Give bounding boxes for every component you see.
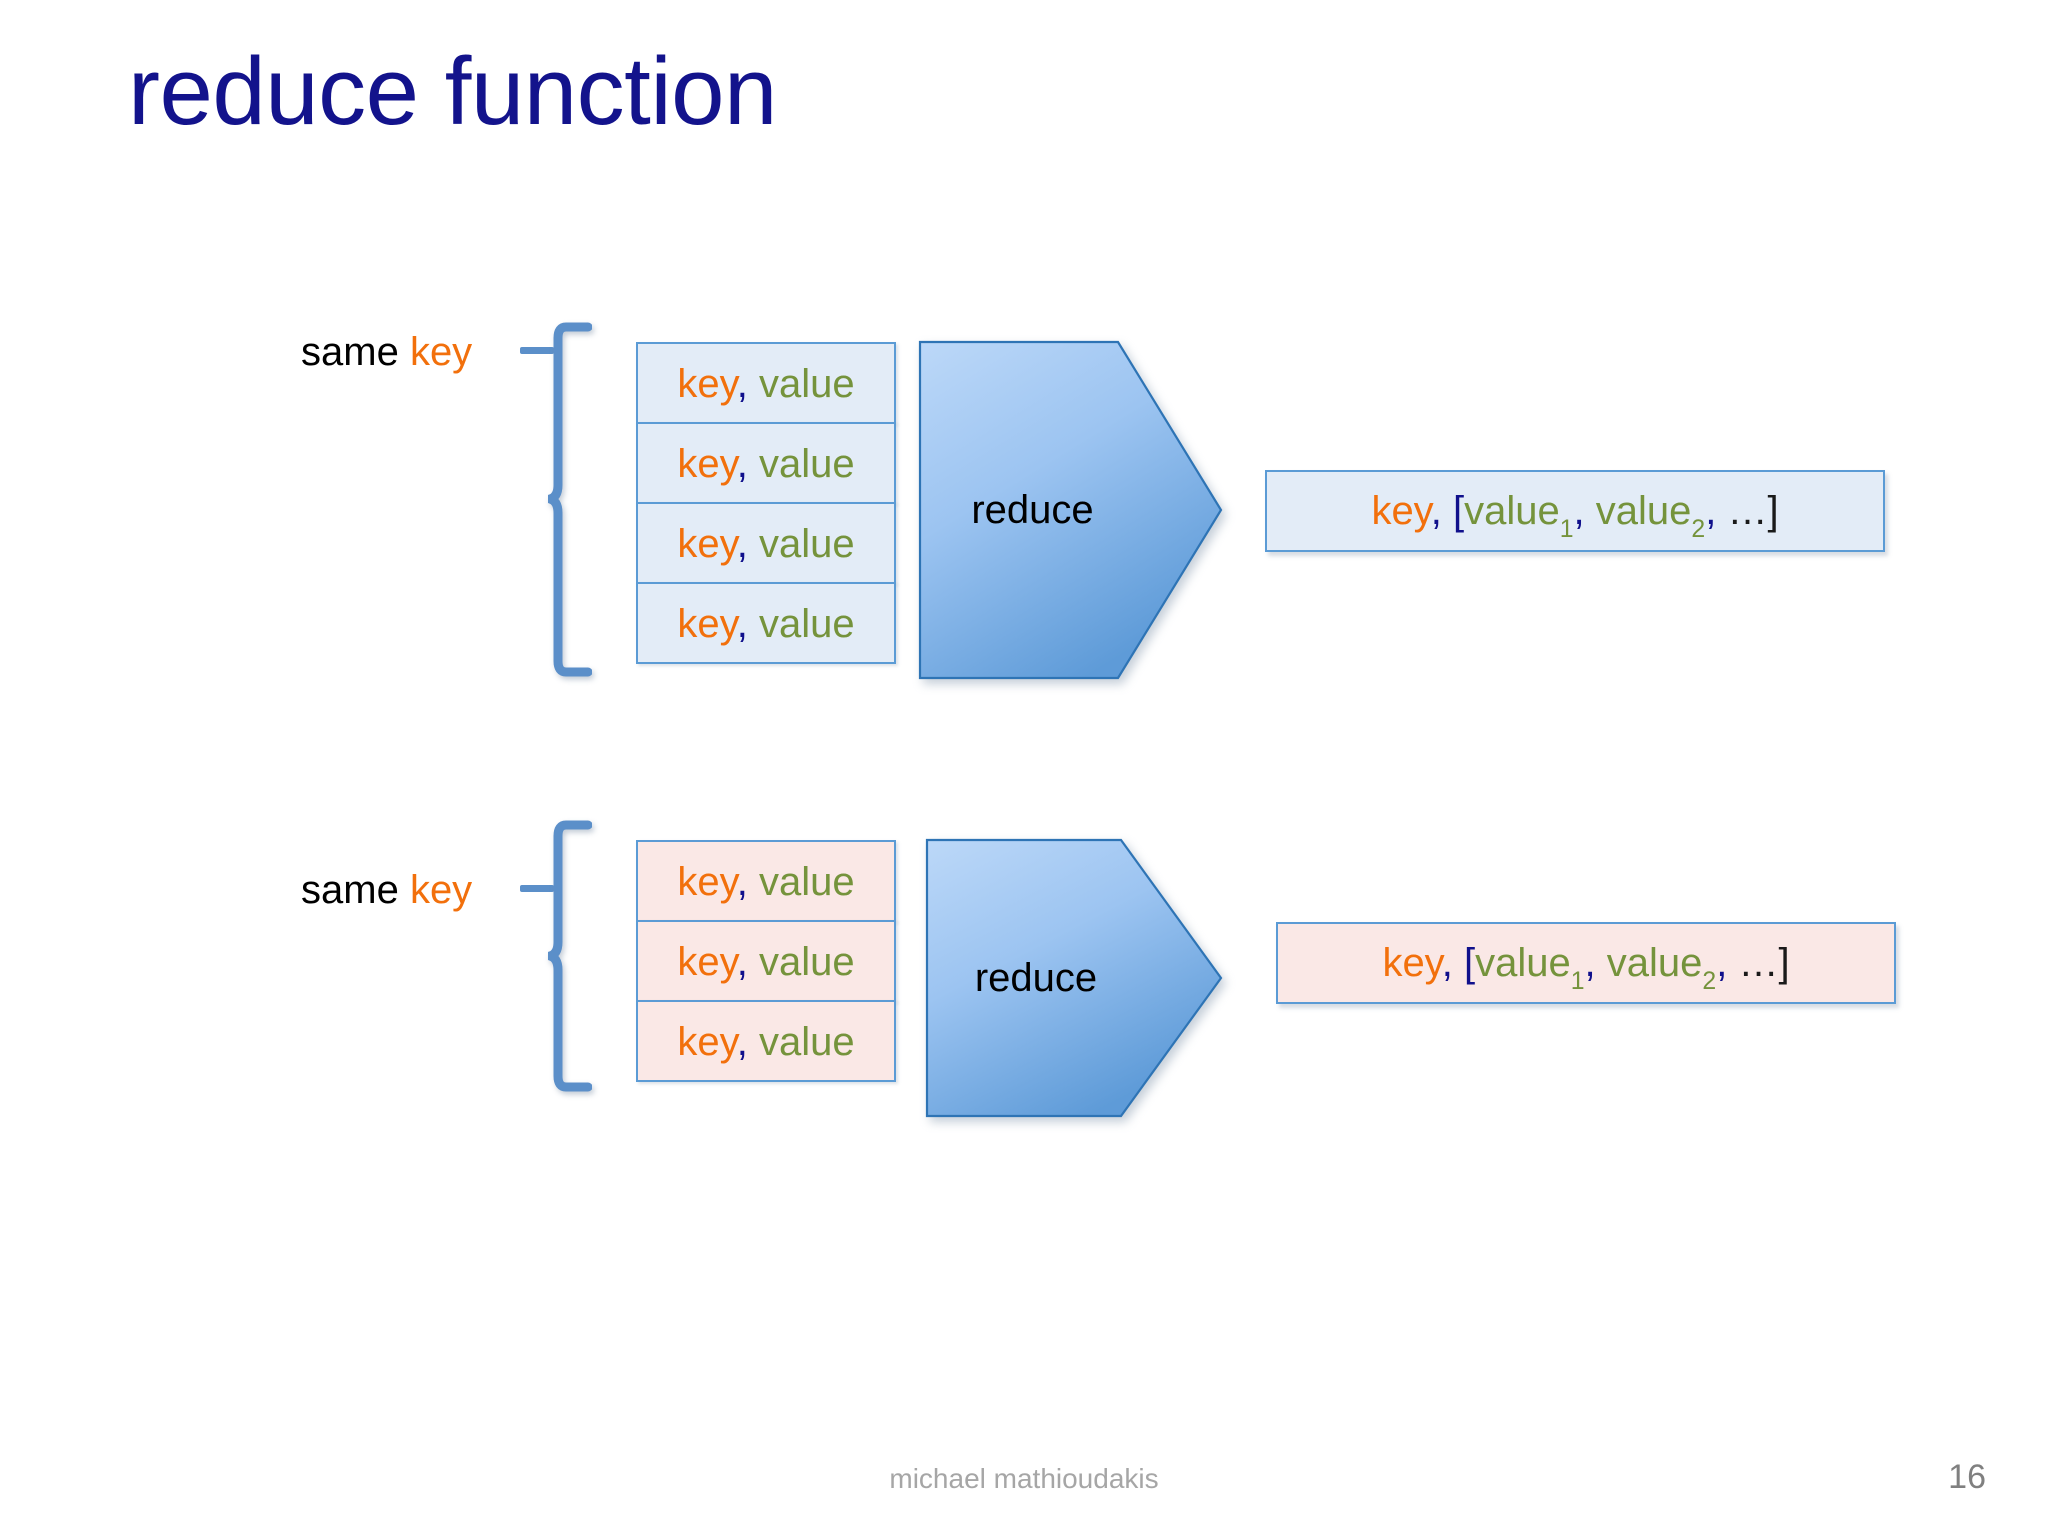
out-value-1-subscript: 1 bbox=[1559, 516, 1574, 544]
kv-comma: , bbox=[736, 522, 748, 566]
kv-key: key bbox=[677, 602, 737, 646]
kv-comma: , bbox=[736, 362, 748, 406]
kv-stack-2: key, value key, value key, value bbox=[636, 840, 896, 1082]
kv-value: value bbox=[758, 602, 855, 646]
out-ellipsis: … bbox=[1738, 941, 1779, 985]
reduce-arrow-2: reduce bbox=[925, 838, 1223, 1118]
out-sep-2: , bbox=[1716, 941, 1728, 985]
kv-value: value bbox=[758, 1020, 855, 1064]
out-sep-2: , bbox=[1705, 489, 1717, 533]
out-key: key bbox=[1382, 941, 1442, 985]
kv-box: key, value bbox=[636, 1000, 896, 1082]
kv-stack-1: key, value key, value key, value key, va… bbox=[636, 342, 896, 664]
kv-box: key, value bbox=[636, 920, 896, 1002]
kv-key: key bbox=[677, 940, 737, 984]
kv-value: value bbox=[758, 442, 855, 486]
page-title: reduce function bbox=[128, 38, 777, 145]
reduce-group-2: same key key, value key, value key, valu… bbox=[0, 820, 2048, 1143]
curly-brace-2 bbox=[545, 820, 593, 1092]
kv-box: key, value bbox=[636, 840, 896, 922]
kv-box: key, value bbox=[636, 342, 896, 424]
out-value-2: value bbox=[1606, 941, 1703, 985]
kv-box: key, value bbox=[636, 582, 896, 664]
kv-key: key bbox=[677, 860, 737, 904]
curly-brace-1 bbox=[545, 322, 593, 677]
footer-author: michael mathioudakis bbox=[889, 1463, 1159, 1494]
key-label-text-2: key bbox=[409, 868, 473, 912]
kv-value: value bbox=[758, 860, 855, 904]
brace-tick-2 bbox=[520, 885, 554, 892]
kv-key: key bbox=[677, 1020, 737, 1064]
out-value-2-subscript: 2 bbox=[1702, 968, 1717, 996]
out-bracket-open: [ bbox=[1452, 489, 1465, 533]
kv-comma: , bbox=[736, 602, 748, 646]
kv-comma: , bbox=[736, 940, 748, 984]
out-comma: , bbox=[1430, 489, 1442, 533]
out-key: key bbox=[1371, 489, 1431, 533]
out-value-1: value bbox=[1475, 941, 1571, 985]
brace-tick-1 bbox=[520, 347, 554, 354]
out-bracket-close: ] bbox=[1778, 941, 1790, 985]
kv-comma: , bbox=[736, 860, 748, 904]
out-value-2-subscript: 2 bbox=[1691, 516, 1706, 544]
out-comma: , bbox=[1441, 941, 1453, 985]
out-value-1: value bbox=[1464, 489, 1560, 533]
out-bracket-open: [ bbox=[1463, 941, 1476, 985]
kv-value: value bbox=[758, 362, 855, 406]
same-key-label-2: same key bbox=[301, 868, 472, 913]
kv-box: key, value bbox=[636, 422, 896, 504]
reduce-output-box-1: key, [value1, value2, …] bbox=[1265, 470, 1885, 552]
kv-key: key bbox=[677, 442, 737, 486]
reduce-output-box-2: key, [value1, value2, …] bbox=[1276, 922, 1896, 1004]
out-ellipsis: … bbox=[1727, 489, 1768, 533]
out-value-1-subscript: 1 bbox=[1570, 968, 1585, 996]
same-label-text-1: same bbox=[301, 330, 410, 374]
reduce-arrow-1: reduce bbox=[918, 340, 1223, 680]
out-sep-1: , bbox=[1573, 489, 1585, 533]
out-bracket-close: ] bbox=[1767, 489, 1779, 533]
kv-comma: , bbox=[736, 442, 748, 486]
same-label-text-2: same bbox=[301, 868, 410, 912]
out-sep-1: , bbox=[1584, 941, 1596, 985]
footer-page-number: 16 bbox=[1948, 1458, 1986, 1496]
kv-box: key, value bbox=[636, 502, 896, 584]
reduce-group-1: same key key, value key, value key, valu… bbox=[0, 322, 2048, 690]
kv-value: value bbox=[758, 940, 855, 984]
kv-key: key bbox=[677, 522, 737, 566]
kv-key: key bbox=[677, 362, 737, 406]
same-key-label-1: same key bbox=[301, 330, 472, 375]
kv-comma: , bbox=[736, 1020, 748, 1064]
kv-value: value bbox=[758, 522, 855, 566]
key-label-text-1: key bbox=[409, 330, 473, 374]
out-value-2: value bbox=[1595, 489, 1692, 533]
